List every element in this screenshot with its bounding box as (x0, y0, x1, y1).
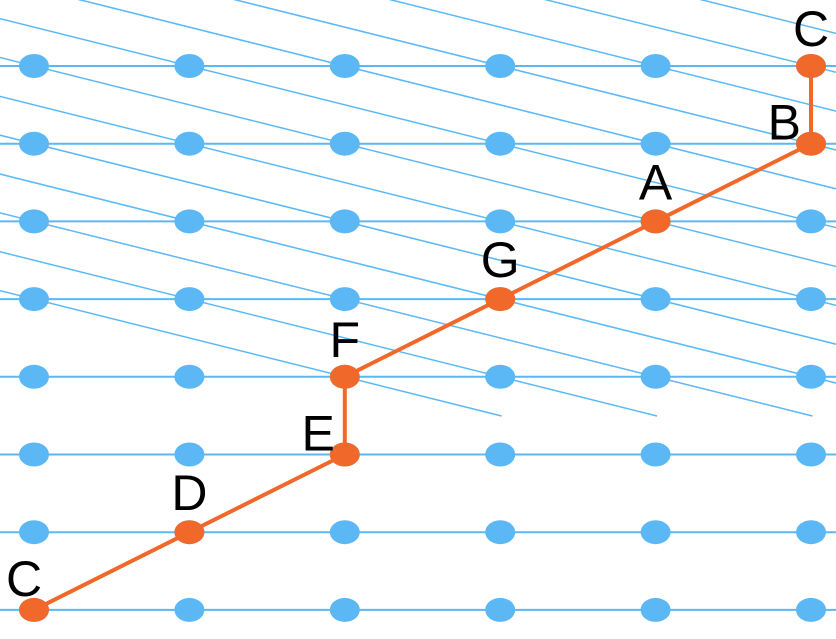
node-label-a: A (639, 154, 673, 210)
diagonal-line (0, 56, 836, 268)
node-label-b: B (768, 95, 801, 151)
lattice-dots (19, 54, 826, 622)
lattice-dot (174, 442, 205, 467)
diagonal-line (0, 250, 658, 417)
horizontal-lines (0, 65, 836, 611)
diagonal-line (388, 0, 836, 112)
lattice-dot (796, 442, 826, 467)
lattice-dot (174, 131, 205, 156)
lattice-dot (640, 364, 671, 389)
lattice-dot (485, 209, 516, 234)
lattice-dot (640, 597, 671, 622)
diagonal-line (0, 173, 836, 384)
lattice-dot (174, 287, 205, 312)
lattice-dot (329, 209, 360, 234)
path-node-g (485, 287, 516, 312)
diagonal-line (543, 0, 836, 74)
diagonal-lines (0, 0, 836, 417)
lattice-dot (796, 364, 826, 389)
lattice-dot (329, 287, 360, 312)
path-nodes (19, 54, 826, 622)
node-label-c: C (6, 551, 42, 607)
lattice-dot (640, 520, 671, 545)
diagonal-line (0, 212, 813, 417)
lattice-dot (640, 131, 671, 156)
diagonal-line (233, 0, 836, 151)
diagonal-line (77, 0, 836, 190)
path-segment (187, 452, 347, 535)
lattice-dot (485, 364, 516, 389)
path-node-b (796, 131, 826, 156)
lattice-dot (485, 597, 516, 622)
node-label-e: E (301, 406, 334, 462)
path-segment (653, 141, 813, 224)
diagonal-line (0, 95, 836, 307)
node-label-f: F (330, 312, 361, 368)
diagonal-line (0, 134, 836, 345)
lattice-dot (174, 597, 205, 622)
lattice-dot (174, 364, 205, 389)
path-node-e (329, 442, 360, 467)
highlighted-path (32, 64, 813, 612)
lattice-dot (796, 520, 826, 545)
lattice-dot (19, 54, 49, 78)
lattice-dot (19, 131, 49, 156)
lattice-dot (796, 287, 826, 312)
path-node-d (174, 520, 205, 545)
lattice-dot (174, 54, 205, 78)
lattice-dot (174, 209, 205, 234)
path-node-c (796, 54, 826, 78)
node-label-c: C (793, 1, 829, 57)
path-segment (32, 530, 192, 612)
node-label-d: D (171, 465, 207, 521)
diagonal-line (0, 289, 502, 417)
lattice-dot (329, 597, 360, 622)
lattice-dot (640, 287, 671, 312)
lattice-dot (19, 442, 49, 467)
lattice-dot (640, 442, 671, 467)
diagonal-line (0, 17, 836, 229)
lattice-dot (485, 131, 516, 156)
path-node-a (640, 209, 671, 234)
lattice-dot (485, 442, 516, 467)
lattice-dot (19, 287, 49, 312)
lattice-dot (19, 209, 49, 234)
lattice-dot (329, 131, 360, 156)
lattice-dot (19, 364, 49, 389)
path-segment (498, 219, 658, 302)
lattice-dot (329, 520, 360, 545)
lattice-dot (19, 520, 49, 545)
path-node-c (19, 597, 49, 622)
lattice-dot (796, 597, 826, 622)
lattice-dot (485, 54, 516, 78)
lattice-dot (329, 54, 360, 78)
lattice-dot (485, 520, 516, 545)
node-label-g: G (481, 232, 520, 288)
lattice-dot (640, 54, 671, 78)
path-segment (342, 297, 503, 379)
path-node-f (329, 364, 360, 389)
lattice-dot (796, 209, 826, 234)
